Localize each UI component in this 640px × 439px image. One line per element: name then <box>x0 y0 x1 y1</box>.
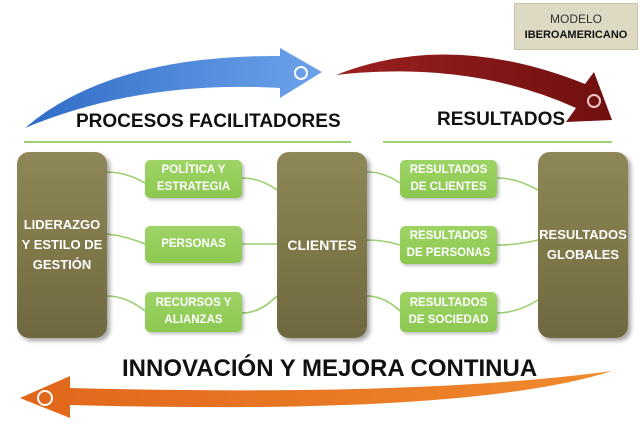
box-resultados-sociedad: RESULTADOS DE SOCIEDAD <box>400 292 497 332</box>
divider-left <box>24 141 351 143</box>
box-resultados-globales: RESULTADOS GLOBALES <box>538 152 628 338</box>
blue-arrow-ring-icon <box>294 66 308 80</box>
orange-arrow-ring-icon <box>37 390 53 406</box>
connector-lines <box>106 171 539 314</box>
heading-procesos-facilitadores: PROCESOS FACILITADORES <box>76 111 341 132</box>
badge-line2: IBEROAMERICANO <box>524 28 628 41</box>
box-liderazgo: LIDERAZGO Y ESTILO DE GESTIÓN <box>17 152 107 338</box>
model-badge: MODELO IBEROAMERICANO <box>514 3 638 50</box>
box-resultados-personas: RESULTADOS DE PERSONAS <box>400 226 497 264</box>
box-clientes: CLIENTES <box>277 152 367 338</box>
box-recursos-alianzas: RECURSOS Y ALIANZAS <box>145 292 242 332</box>
badge-line1: MODELO <box>549 11 602 26</box>
box-personas: PERSONAS <box>145 226 242 263</box>
divider-right <box>383 141 612 143</box>
blue-arc-arrow <box>25 48 322 128</box>
box-politica-estrategia: POLÍTICA Y ESTRATEGIA <box>145 160 242 198</box>
orange-arc-arrow <box>20 371 612 418</box>
heading-innovacion-mejora: INNOVACIÓN Y MEJORA CONTINUA <box>122 355 538 382</box>
red-arc-arrow <box>336 54 612 122</box>
heading-resultados: RESULTADOS <box>437 109 566 130</box>
red-arrow-ring-icon <box>587 94 601 108</box>
box-resultados-clientes: RESULTADOS DE CLIENTES <box>400 160 497 198</box>
